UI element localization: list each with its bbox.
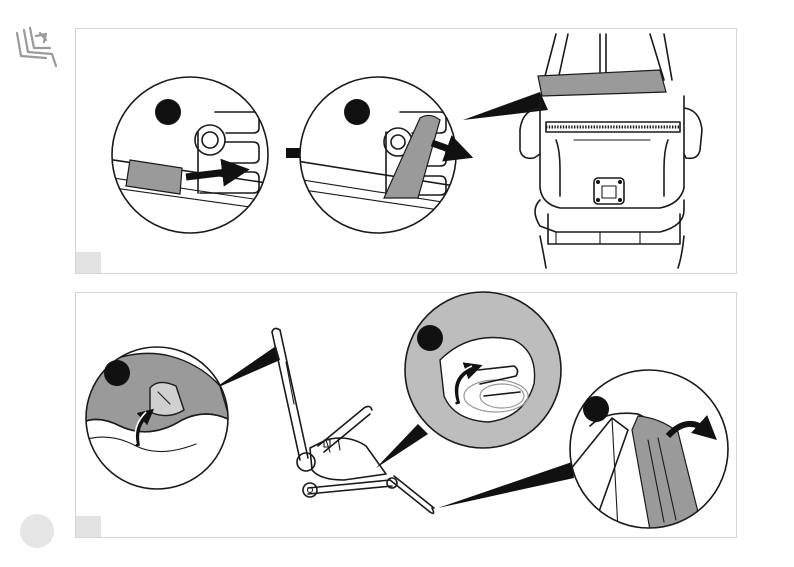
reclining-seat-icon [17,28,56,66]
step-marker-black [155,99,181,125]
step-tab [76,252,101,273]
bottom-panel [76,292,737,538]
corner-badge [20,514,54,548]
step-marker-black [583,396,609,422]
step-marker-black [104,360,130,386]
callout-rotate-knob-detail [405,292,561,448]
top-panel [76,29,737,274]
step-marker-black [344,99,370,125]
callout-fabric-fold-detail [570,370,728,530]
step-marker-black [417,325,443,351]
step-tab [76,516,101,537]
